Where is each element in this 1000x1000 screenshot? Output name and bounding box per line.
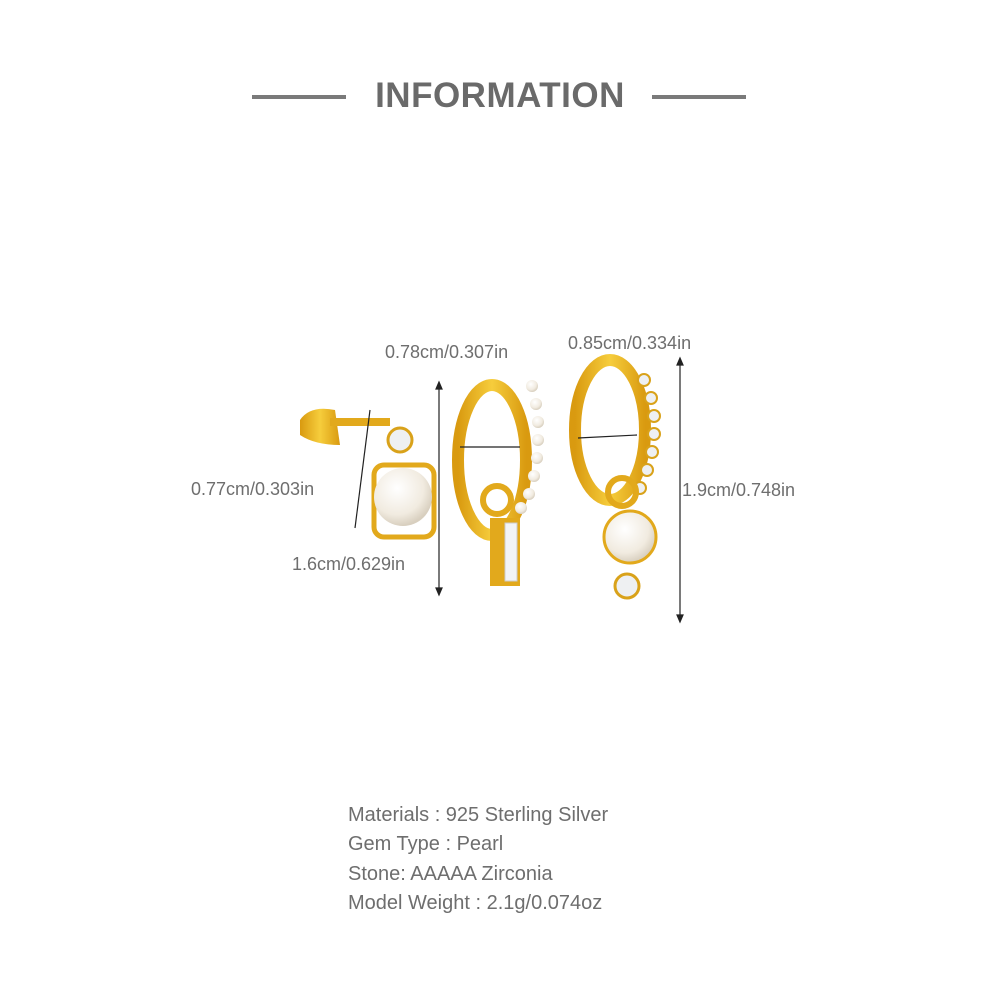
set-height-label: 1.6cm/0.629in [292,554,406,574]
title-rule-right [652,95,746,99]
zirconia-pearl-hoop-earring [569,354,661,600]
spec-materials: Materials : 925 Sterling Silver [348,804,609,826]
hoop2-width-label: 0.85cm/0.334in [568,333,692,353]
spec-weight: Model Weight : 2.1g/0.074oz [348,892,603,914]
spec-stone: Stone: AAAAA Zirconia [348,863,553,885]
pearl-hoop-earring [452,379,544,586]
measurement-lines [354,356,684,624]
hoop1-width-label: 0.78cm/0.307in [385,342,509,362]
title-rule-left [252,95,346,99]
stud-width-label: 0.77cm/0.303in [191,479,315,499]
hoop2-height-label: 1.9cm/0.748in [682,480,796,500]
spec-gem-type: Gem Type : Pearl [348,833,504,855]
stud-earring [300,408,437,540]
page-title: INFORMATION [375,76,625,115]
